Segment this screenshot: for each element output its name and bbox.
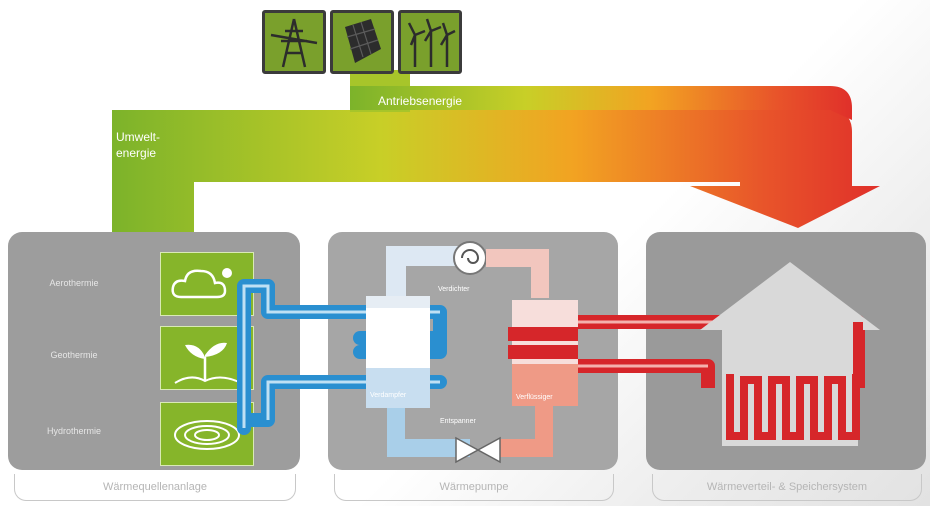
compressor-label: Verdichter [438, 286, 470, 293]
expansion-valve-label: Entspanner [440, 418, 476, 425]
environment-energy-label-1: Umwelt- [116, 130, 160, 144]
environment-energy-label-2: energie [116, 146, 157, 160]
wind-turbine-icon [398, 10, 462, 74]
distribution-caption: Wärmeverteil- & Speichersystem [652, 474, 922, 501]
condenser-label: Verflüssiger [516, 394, 553, 401]
geothermal-label: Geothermie [50, 350, 98, 360]
aerothermal-label: Aerothermie [49, 278, 99, 288]
power-line-icon [262, 10, 326, 74]
hydrothermal-label: Hydrothermie [46, 426, 102, 436]
heat-pump-caption: Wärmepumpe [334, 474, 614, 501]
source-system-caption: Wärmequellenanlage [14, 474, 296, 501]
evaporator-label: Verdampfer [370, 392, 407, 399]
solar-panel-icon [330, 10, 394, 74]
drive-energy-label: Antriebsenergie [378, 94, 463, 108]
